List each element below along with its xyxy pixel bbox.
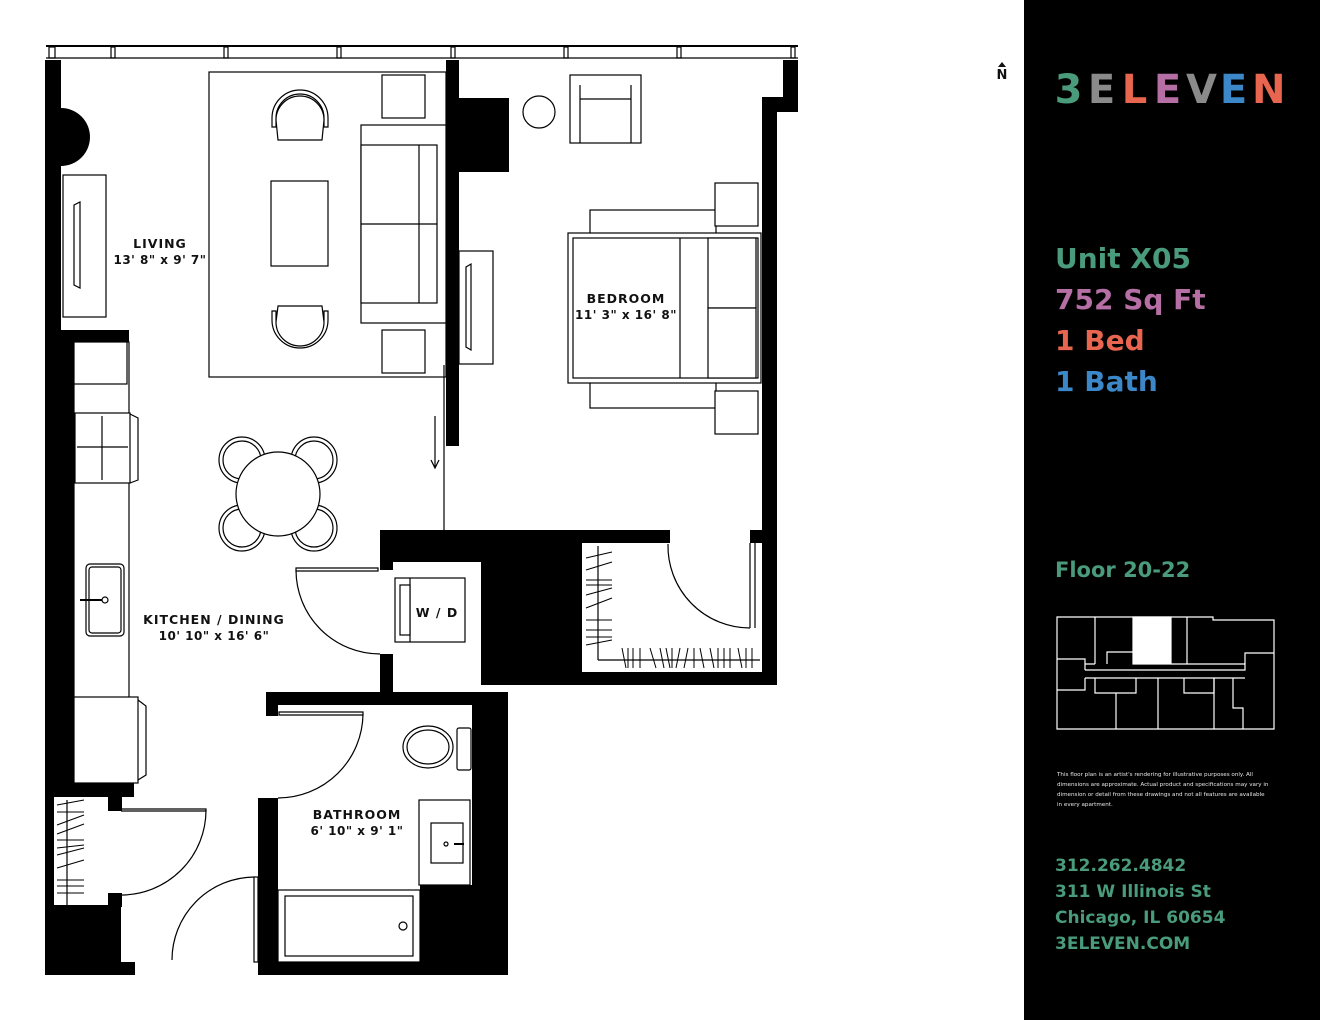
logo-letter: E bbox=[1087, 67, 1120, 113]
living-furniture bbox=[62, 71, 447, 378]
website-link[interactable]: 3ELEVEN.COM bbox=[1055, 934, 1191, 954]
dining-table bbox=[235, 451, 321, 537]
north-label: N bbox=[996, 68, 1008, 83]
logo-letter: E bbox=[1153, 67, 1186, 113]
pillow-top bbox=[707, 237, 757, 309]
side-table-bottom bbox=[381, 329, 426, 374]
logo-letter: V bbox=[1186, 67, 1221, 113]
entry-door bbox=[171, 876, 259, 963]
highlighted-unit bbox=[1132, 616, 1172, 665]
logo-letter: L bbox=[1121, 67, 1152, 113]
floor-plan: LIVING 13' 8" x 9' 7" BEDROOM 11' 3" x 1… bbox=[45, 45, 798, 975]
nightstand-bottom bbox=[714, 390, 759, 435]
logo-letter: N bbox=[1252, 67, 1290, 113]
living-dims: 13' 8" x 9' 7" bbox=[113, 253, 206, 267]
street-address: 311 W Illinois St bbox=[1055, 882, 1211, 902]
side-table-top bbox=[381, 74, 426, 119]
unit-beds: 1 Bed bbox=[1055, 324, 1145, 357]
bedroom-armchair bbox=[569, 74, 642, 144]
hanging-rods bbox=[585, 551, 753, 669]
dining-set bbox=[218, 436, 338, 552]
entry-closet bbox=[54, 797, 207, 905]
tv-icon bbox=[73, 201, 81, 289]
bedroom-dims: 11' 3" x 16' 8" bbox=[575, 308, 677, 322]
bedroom-tv bbox=[465, 262, 472, 352]
dresser bbox=[458, 250, 494, 365]
unit-summary: Unit X05 752 Sq Ft 1 Bed 1 Bath bbox=[1055, 238, 1206, 402]
living-label: LIVING bbox=[133, 236, 187, 251]
bathroom-dims: 6' 10" x 9' 1" bbox=[310, 824, 403, 838]
coffee-table bbox=[270, 180, 329, 267]
bench-bottom bbox=[589, 381, 717, 409]
floor-label: Floor 20-22 bbox=[1055, 558, 1191, 582]
armchair-bottom-seat bbox=[275, 305, 325, 347]
bathroom-fixtures bbox=[277, 711, 472, 963]
window-band bbox=[46, 45, 798, 59]
sliding-door bbox=[430, 365, 445, 530]
bedroom-furniture bbox=[458, 74, 762, 435]
disclaimer-text: This floor plan is an artist's rendering… bbox=[1057, 772, 1269, 808]
logo-letter: E bbox=[1219, 67, 1252, 113]
laundry-label: W / D bbox=[416, 605, 458, 620]
kitchen-fixtures bbox=[73, 341, 147, 784]
room-labels: LIVING 13' 8" x 9' 7" BEDROOM 11' 3" x 1… bbox=[113, 236, 676, 838]
contact-info: 312.262.4842 311 W Illinois St Chicago, … bbox=[1055, 853, 1225, 957]
armchair-top-seat bbox=[275, 95, 325, 141]
unit-name: Unit X05 bbox=[1055, 242, 1191, 275]
kitchen-dims: 10' 10" x 16' 6" bbox=[159, 629, 270, 643]
fridge-cabinet bbox=[73, 341, 128, 385]
logo-letter: 3 bbox=[1054, 67, 1087, 113]
walls bbox=[45, 60, 798, 975]
pillow-bottom bbox=[707, 307, 757, 379]
toilet-tank bbox=[456, 727, 472, 771]
floor-key-plan bbox=[1056, 616, 1275, 730]
kitchen-label: KITCHEN / DINING bbox=[143, 612, 285, 627]
bathroom-door bbox=[278, 711, 364, 716]
laundry-closet bbox=[295, 562, 481, 692]
console-table bbox=[62, 174, 107, 318]
bathroom-label: BATHROOM bbox=[313, 807, 402, 822]
north-arrow-icon bbox=[998, 62, 1006, 67]
unit-area: 752 Sq Ft bbox=[1055, 283, 1206, 316]
phone-number[interactable]: 312.262.4842 bbox=[1055, 856, 1187, 876]
walk-in-closet bbox=[582, 543, 760, 672]
bedroom-label: BEDROOM bbox=[587, 291, 666, 306]
nightstand-top bbox=[714, 182, 759, 227]
oven bbox=[73, 696, 139, 784]
north-compass: N bbox=[994, 62, 1010, 83]
round-side-table bbox=[522, 95, 556, 129]
city-address: Chicago, IL 60654 bbox=[1055, 908, 1226, 928]
laundry-door-swing bbox=[295, 567, 379, 572]
unit-baths: 1 Bath bbox=[1055, 365, 1158, 398]
